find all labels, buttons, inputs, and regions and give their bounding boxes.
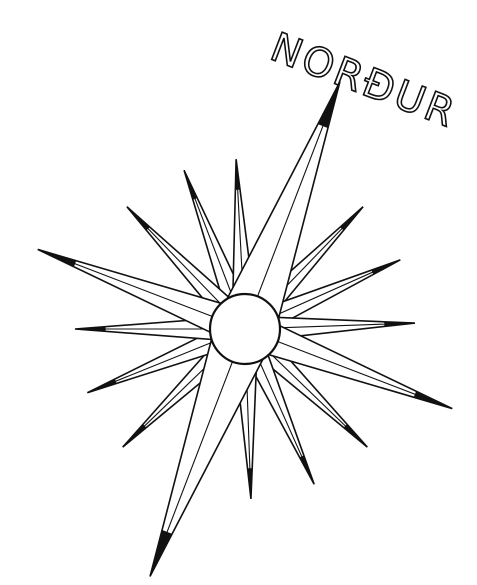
compass-ray-tip — [300, 456, 314, 485]
compass-center-circle — [210, 294, 280, 364]
compass-ray-tip — [123, 424, 146, 447]
compass-ray-tip — [127, 207, 150, 230]
compass-ray-tip — [38, 249, 76, 266]
compass-ray-tip — [236, 159, 240, 190]
compass-ray-tip — [414, 392, 452, 409]
compass-ray-tip — [150, 530, 172, 576]
compass-ray-tip — [372, 260, 401, 274]
compass-ray-tip — [87, 379, 116, 392]
compass-ray-tip — [340, 207, 363, 230]
compass-ray-tip — [184, 170, 197, 199]
compass-ray-tip — [344, 424, 367, 447]
north-label: NORÐUR — [264, 24, 463, 137]
